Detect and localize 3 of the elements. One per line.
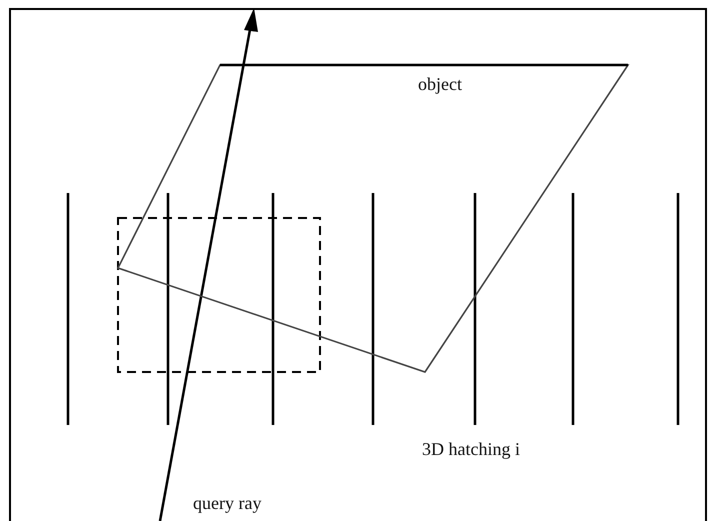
ray-label: query ray	[193, 494, 262, 512]
object-label: object	[418, 75, 462, 93]
hatching-label: 3D hatching i	[422, 440, 520, 458]
